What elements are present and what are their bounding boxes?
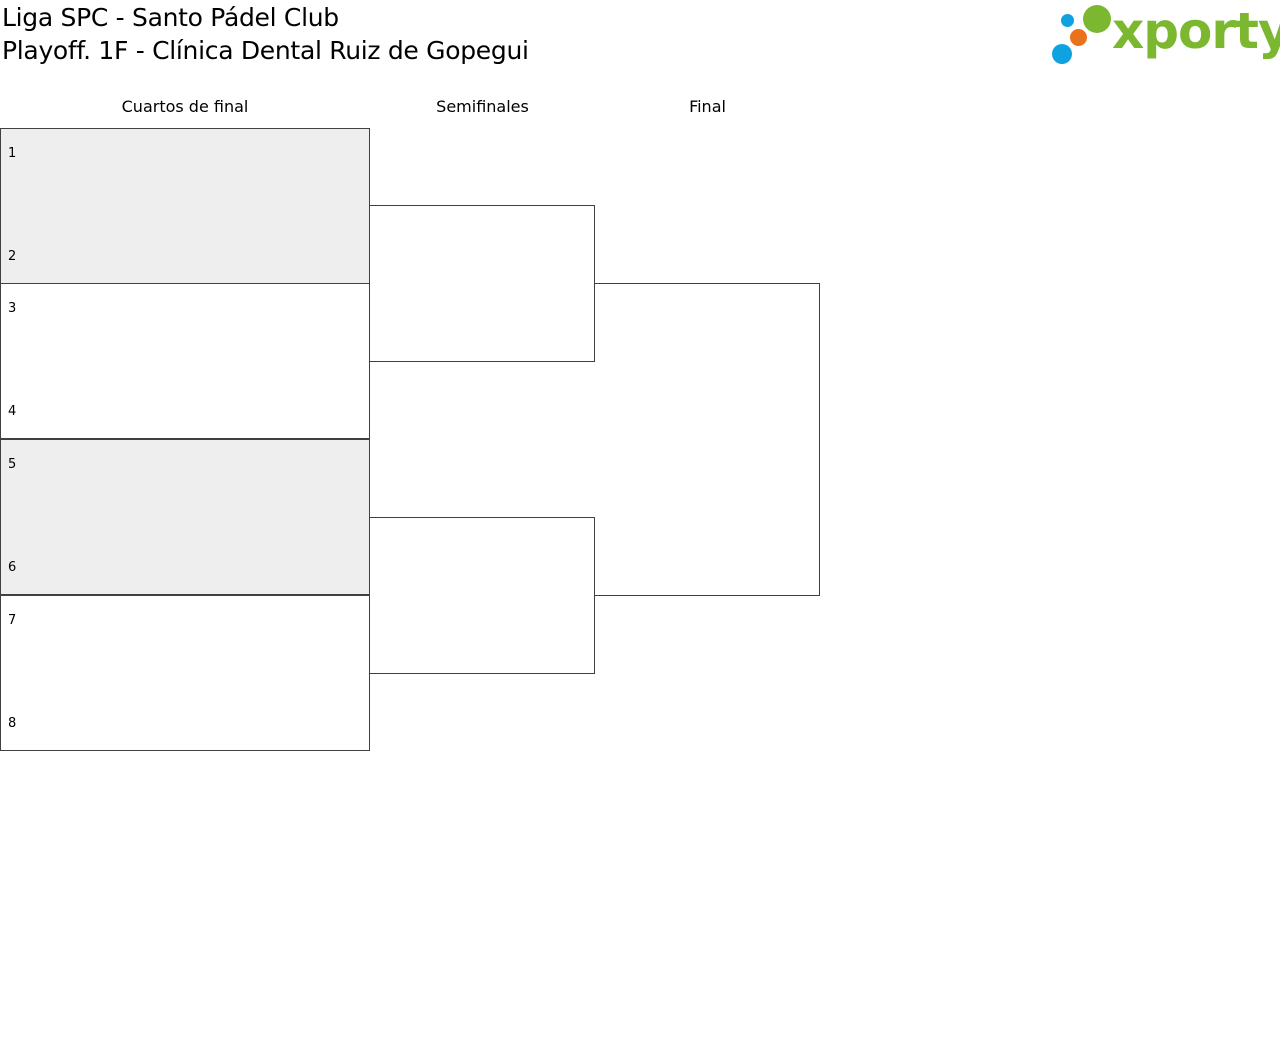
xporty-logo[interactable]: xporty (1050, 2, 1280, 66)
quarterfinal-match-2[interactable]: 3 4 (0, 283, 370, 439)
round-label-semifinals: Semifinales (436, 97, 529, 116)
seed-label: 1 (8, 146, 17, 161)
seed-label: 6 (8, 560, 17, 575)
page-subtitle: Playoff. 1F - Clínica Dental Ruiz de Gop… (2, 36, 529, 65)
logo-dot-orange (1070, 29, 1087, 46)
logo-wordmark: xporty (1112, 2, 1280, 60)
logo-dot-blue-large (1052, 44, 1072, 64)
seed-label: 4 (8, 404, 17, 419)
seed-label: 8 (8, 716, 17, 731)
round-label-final: Final (689, 97, 726, 116)
seed-label: 5 (8, 457, 17, 472)
logo-dot-blue-small (1061, 14, 1074, 27)
semifinal-match-2[interactable] (370, 517, 595, 674)
page-title: Liga SPC - Santo Pádel Club (2, 3, 339, 32)
round-label-quarterfinals: Cuartos de final (121, 97, 249, 116)
logo-dot-green (1083, 5, 1111, 33)
quarterfinal-match-1[interactable]: 1 2 (0, 128, 370, 284)
semifinal-match-1[interactable] (370, 205, 595, 362)
seed-label: 7 (8, 613, 17, 628)
quarterfinal-match-3[interactable]: 5 6 (0, 439, 370, 595)
quarterfinal-match-4[interactable]: 7 8 (0, 595, 370, 751)
seed-label: 3 (8, 301, 17, 316)
seed-label: 2 (8, 249, 17, 264)
final-match[interactable] (595, 283, 820, 596)
